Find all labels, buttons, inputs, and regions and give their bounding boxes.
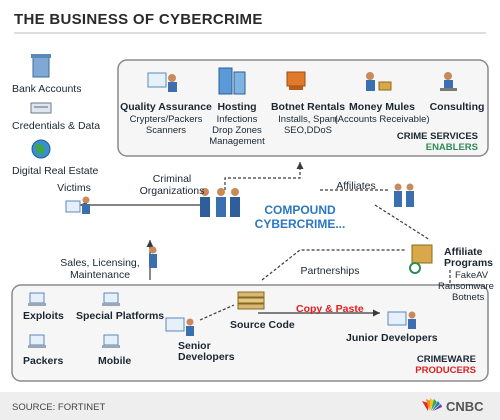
service-money-mules: Money Mules (349, 101, 415, 113)
bank-accounts-label: Bank Accounts (12, 83, 81, 95)
affiliate-programs-line1: Affiliate (444, 246, 483, 258)
service-quality-assurance: Quality Assurance (120, 101, 212, 113)
producer-packers: Packers (23, 355, 63, 367)
source-code-stack-icon (237, 291, 265, 310)
credentials-data-label: Credentials & Data (12, 120, 100, 132)
sales-person-icon (149, 246, 157, 268)
service-consulting: Consulting (430, 101, 485, 113)
affiliate-programs-icon (409, 244, 433, 274)
service-hosting: Hosting (217, 101, 256, 113)
special-platforms-icon (102, 292, 120, 306)
victims-label: Victims (57, 182, 91, 194)
exploits-icon (28, 292, 46, 306)
senior-to-source-connector (199, 304, 235, 321)
producers-tag: PRODUCERS (415, 365, 476, 376)
service-mules-detail-1: (Accounts Receivable) (334, 114, 429, 125)
senior-developers-line1: Senior (178, 340, 211, 352)
service-botnet-detail-1: Installs, Spam (278, 114, 338, 125)
affiliate-detail-fakeav: FakeAV (455, 270, 489, 281)
service-qa-detail-2: Scanners (146, 125, 186, 136)
service-hosting-detail-1: Infections (217, 114, 258, 125)
crime-services-panel (117, 59, 489, 157)
crime-services-tag: CRIME SERVICES (397, 131, 478, 142)
consulting-icon (440, 72, 457, 91)
footer-bar (0, 392, 500, 420)
junior-developers-icon (387, 311, 416, 329)
packers-icon (28, 334, 46, 348)
service-botnet-detail-2: SEO,DDoS (284, 125, 332, 136)
quality-assurance-icon (147, 72, 177, 92)
senior-developers-icon (165, 317, 194, 336)
criminal-organizations-icon (200, 188, 240, 217)
enablers-tag: ENABLERS (426, 142, 478, 153)
affiliate-programs-connector (374, 204, 431, 241)
service-qa-detail-1: Crypters/Packers (130, 114, 203, 125)
criminal-orgs-line1: Criminal (153, 173, 192, 185)
bank-icon (31, 54, 51, 78)
producer-exploits: Exploits (23, 310, 64, 322)
diagram-title: THE BUSINESS OF CYBERCRIME (14, 11, 263, 28)
digital-real-estate-label: Digital Real Estate (12, 165, 99, 177)
senior-developers-line2: Developers (178, 351, 235, 363)
cnbc-peacock-icon (422, 398, 442, 411)
sales-line1: Sales, Licensing, (60, 257, 139, 269)
sales-line2: Maintenance (70, 269, 130, 281)
affiliates-label: Affiliates (336, 180, 376, 192)
keyboard-icon (30, 102, 52, 114)
partnerships-connector (261, 249, 405, 281)
copy-paste-label: Copy & Paste (296, 303, 364, 315)
producer-special-platforms: Special Platforms (76, 310, 164, 322)
crimeware-tag: CRIMEWARE (417, 354, 476, 365)
botnet-icon (286, 71, 306, 90)
source-code-label: Source Code (230, 319, 295, 331)
victims-icon (65, 196, 90, 214)
globe-icon (31, 139, 51, 159)
criminal-orgs-line2: Organizations (140, 185, 205, 197)
producer-mobile: Mobile (98, 355, 131, 367)
money-mules-icon (366, 72, 392, 91)
mobile-icon (102, 334, 120, 348)
affiliates-icon (394, 183, 414, 207)
crimeware-producers-panel (11, 284, 489, 382)
affiliate-detail-botnets: Botnets (452, 292, 484, 303)
arrow-to-services (224, 162, 304, 190)
compound-line1: COMPOUND (264, 203, 336, 217)
partnerships-label: Partnerships (301, 265, 360, 277)
service-hosting-detail-2: Drop Zones (212, 125, 262, 136)
service-hosting-detail-3: Management (209, 136, 265, 147)
source-credit: SOURCE: FORTINET (12, 402, 105, 413)
affiliate-programs-line2: Programs (444, 257, 493, 269)
hosting-server-icon (218, 67, 246, 95)
compound-line2: CYBERCRIME... (255, 217, 346, 231)
affiliate-detail-ransomware: Ransomware (438, 281, 494, 292)
cnbc-logo-text: CNBC (446, 399, 484, 414)
service-botnet-rentals: Botnet Rentals (271, 101, 345, 113)
junior-developers-label: Junior Developers (346, 332, 438, 344)
